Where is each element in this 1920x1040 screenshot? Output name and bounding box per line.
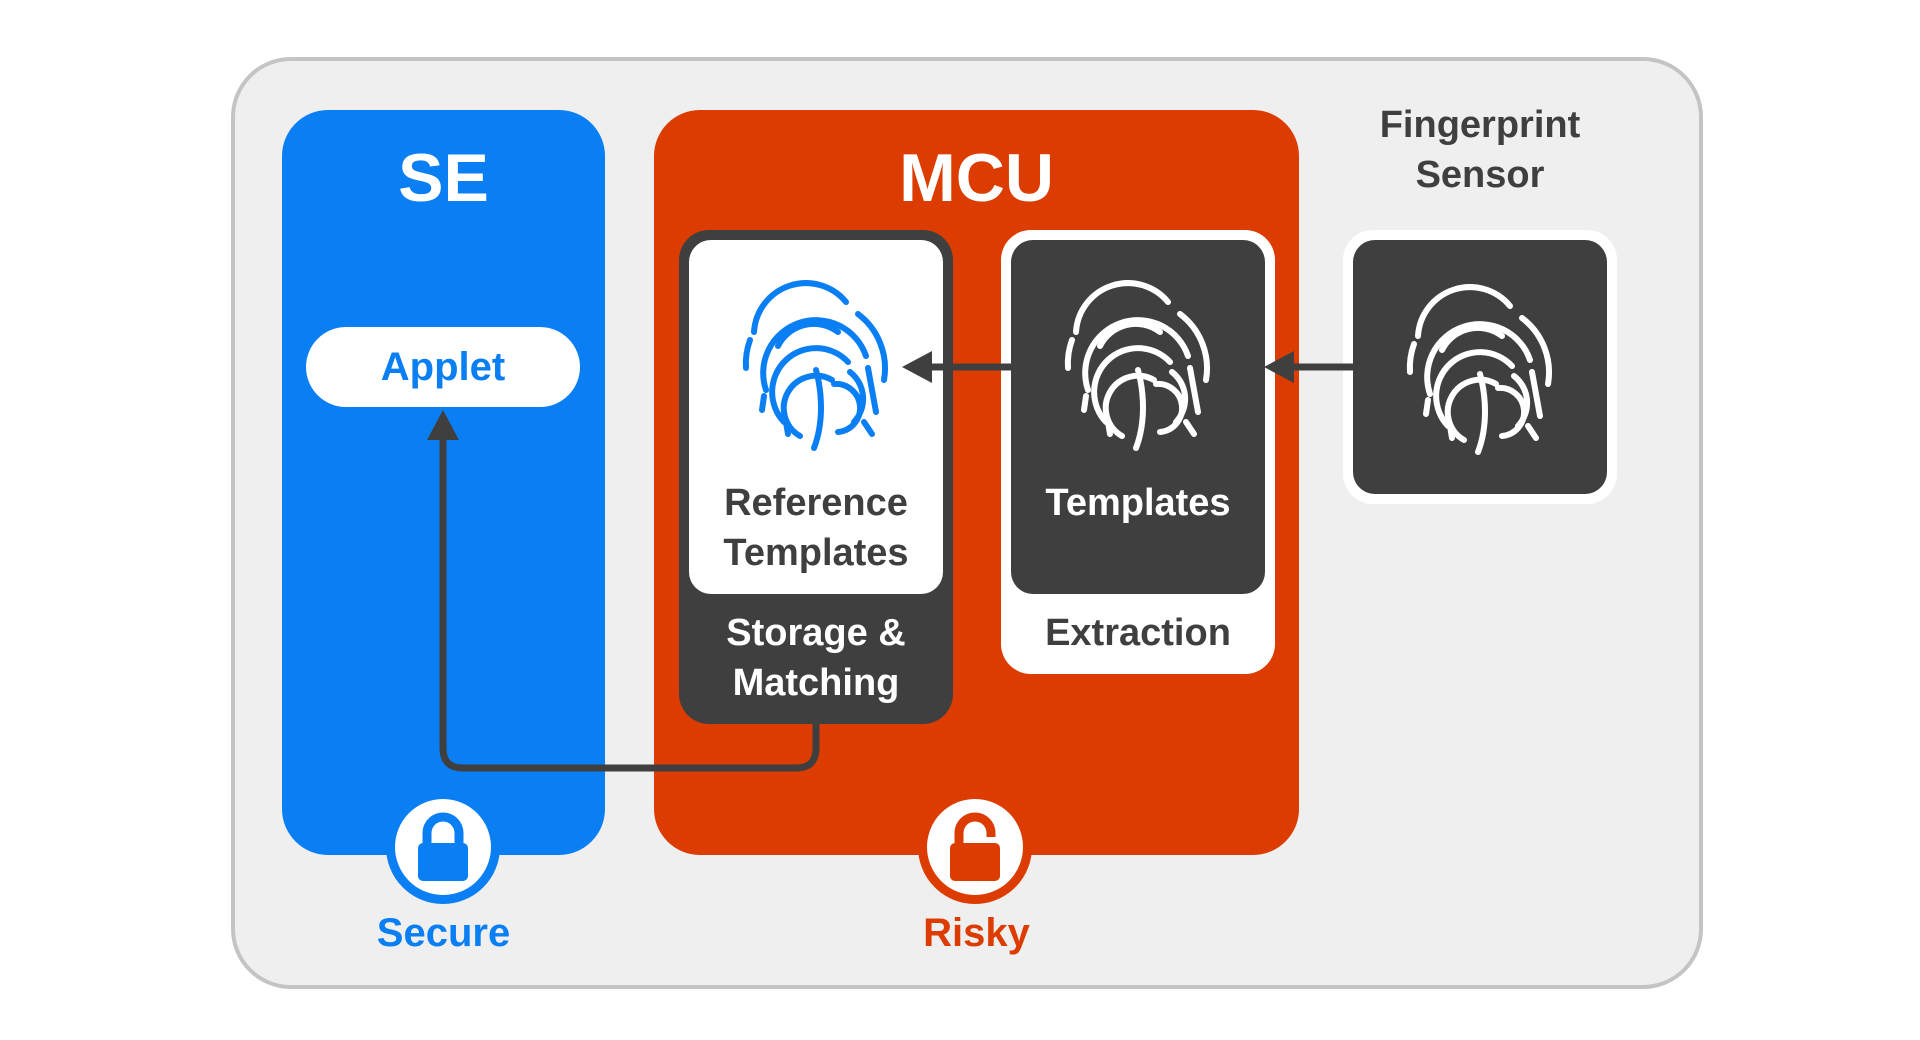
fingerprint-icon: [1390, 276, 1570, 456]
se-title: SE: [398, 140, 489, 216]
se-panel: [282, 110, 605, 855]
fingerprint-icon: [726, 272, 906, 452]
fingerprint-sensor-title: Fingerprint Sensor: [1379, 104, 1581, 196]
extraction-label: Extraction: [1045, 612, 1231, 654]
mcu-title: MCU: [899, 140, 1054, 216]
templates-card: [1011, 240, 1265, 594]
applet-box: Applet: [306, 327, 580, 407]
lock-open-icon: [950, 812, 1000, 881]
secure-label: Secure: [376, 911, 511, 955]
fingerprint-icon: [1048, 272, 1228, 452]
storage-matching-label: Storage & Matching: [726, 612, 906, 704]
secure-badge: [386, 790, 500, 904]
risky-badge: [918, 790, 1032, 904]
templates-label: Templates: [1045, 482, 1231, 524]
lock-closed-icon: [418, 812, 468, 881]
reference-templates-label: Reference Templates: [723, 482, 909, 574]
risky-label: Risky: [923, 911, 1030, 955]
